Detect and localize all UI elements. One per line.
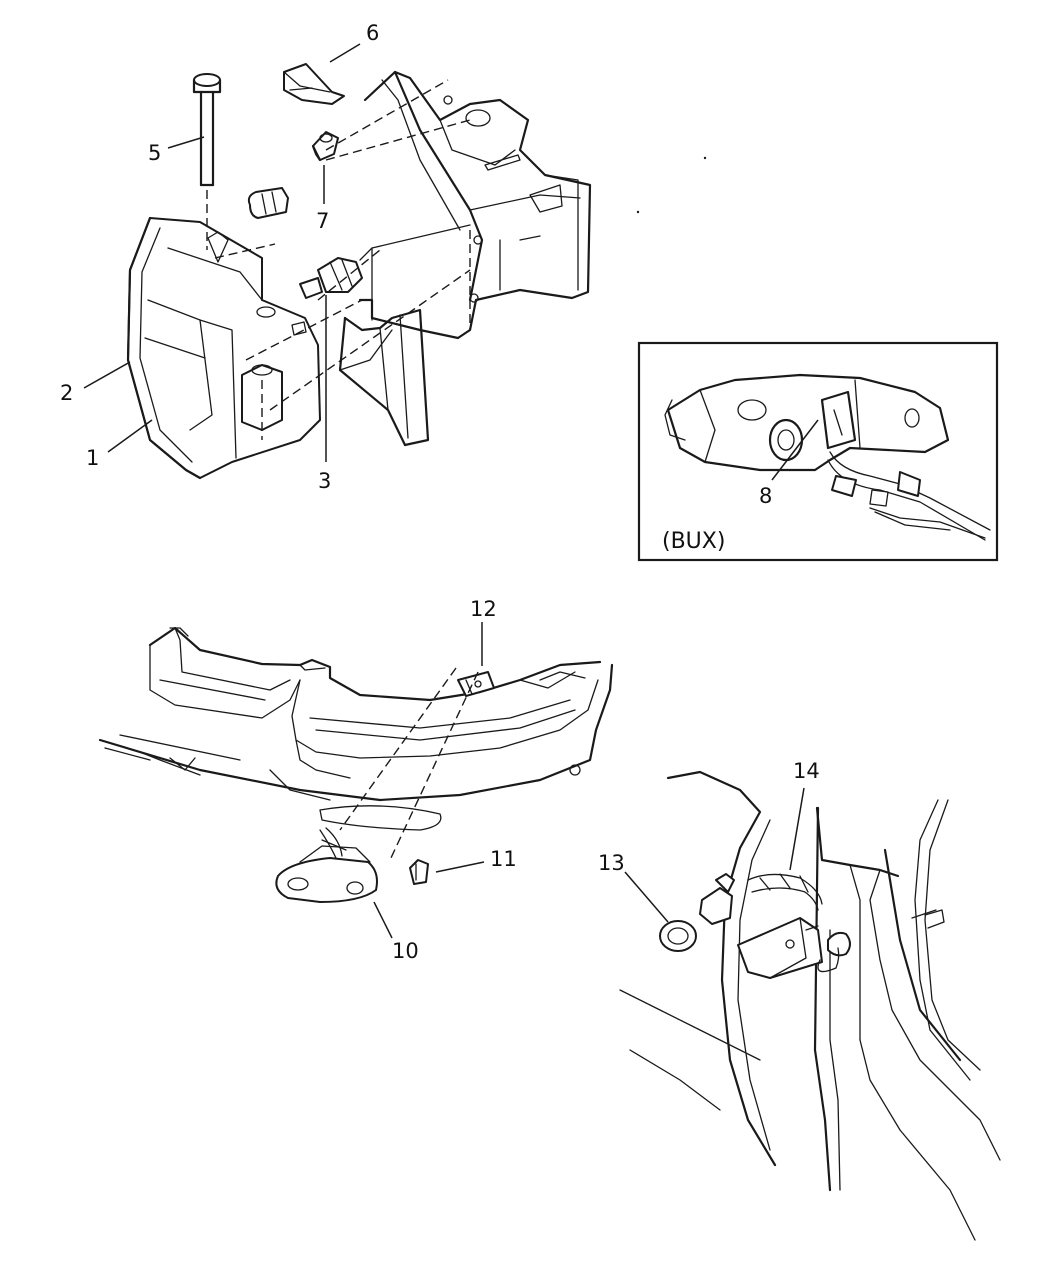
side-marker-assembly [619, 770, 1001, 1241]
leader-lines-bottom [624, 787, 805, 923]
front-bumper-fascia [98, 626, 614, 831]
leader-lines-middle [373, 622, 485, 939]
callout-2: 2 [60, 381, 73, 405]
callout-11: 11 [490, 847, 517, 871]
bux-label: (BUX) [662, 529, 725, 554]
callout-5: 5 [148, 141, 161, 165]
callout-8: 8 [759, 484, 772, 508]
headlamp-assembly [126, 216, 321, 480]
callout-13: 13 [598, 851, 625, 875]
socket-part-7 [311, 131, 339, 162]
callout-12: 12 [470, 597, 497, 621]
socket-bulb-part-3 [299, 257, 363, 299]
bracket-part-12 [339, 667, 495, 861]
radiator-support-structure [214, 70, 592, 447]
wedge-bulb-part [247, 187, 289, 219]
callout-1: 1 [86, 446, 99, 470]
fog-lamp-part-10 [275, 827, 429, 903]
leader-lines-top [83, 43, 361, 462]
callout-3: 3 [318, 469, 331, 493]
callout-14: 14 [793, 759, 820, 783]
callout-7: 7 [316, 209, 329, 233]
bux-inset [637, 341, 999, 562]
bolt-part [192, 73, 222, 250]
callout-10: 10 [392, 939, 419, 963]
callout-6: 6 [366, 21, 379, 45]
clip-part-6 [283, 63, 345, 105]
